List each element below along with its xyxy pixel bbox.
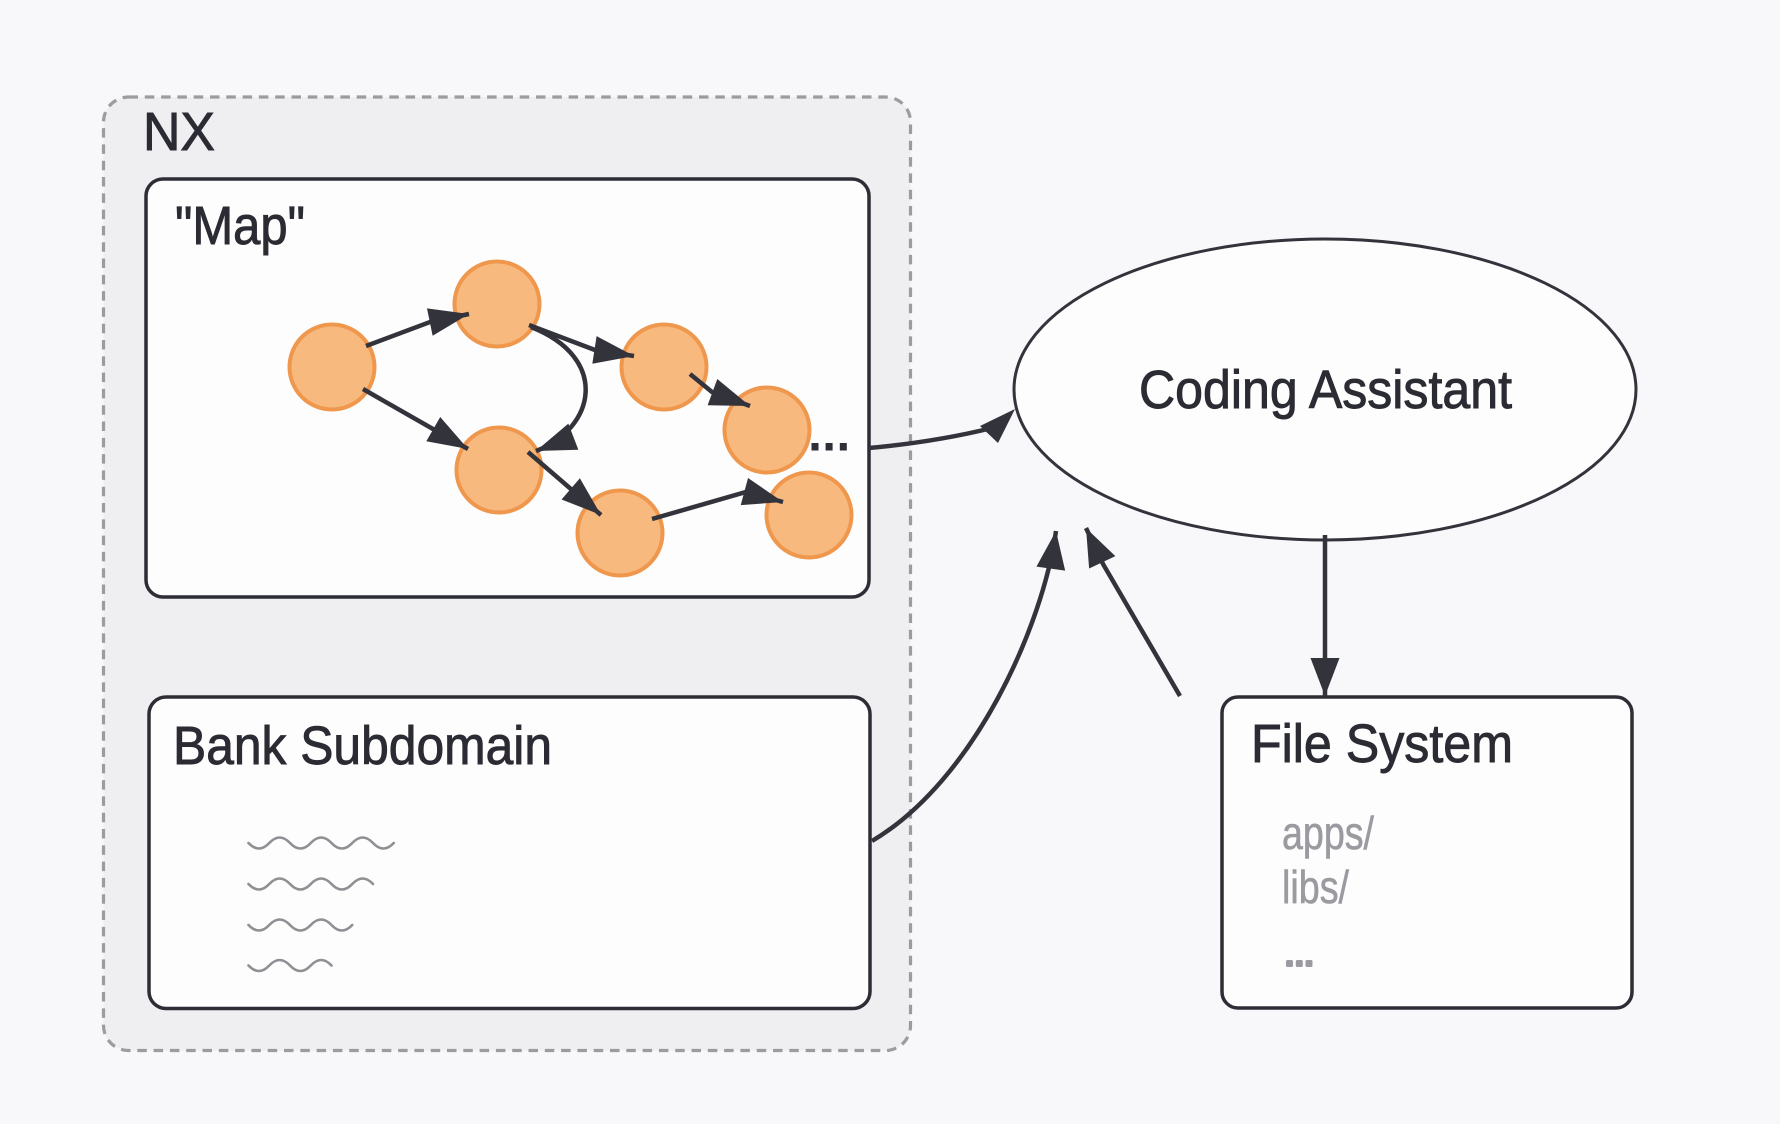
svg-text:apps/: apps/ — [1282, 807, 1374, 859]
svg-text:"Map": "Map" — [175, 196, 305, 256]
svg-text:libs/: libs/ — [1282, 861, 1349, 913]
svg-text:Coding Assistant: Coding Assistant — [1139, 360, 1512, 420]
svg-text:NX: NX — [143, 102, 215, 162]
svg-text:File System: File System — [1251, 714, 1513, 774]
svg-text:Bank Subdomain: Bank Subdomain — [173, 716, 552, 776]
